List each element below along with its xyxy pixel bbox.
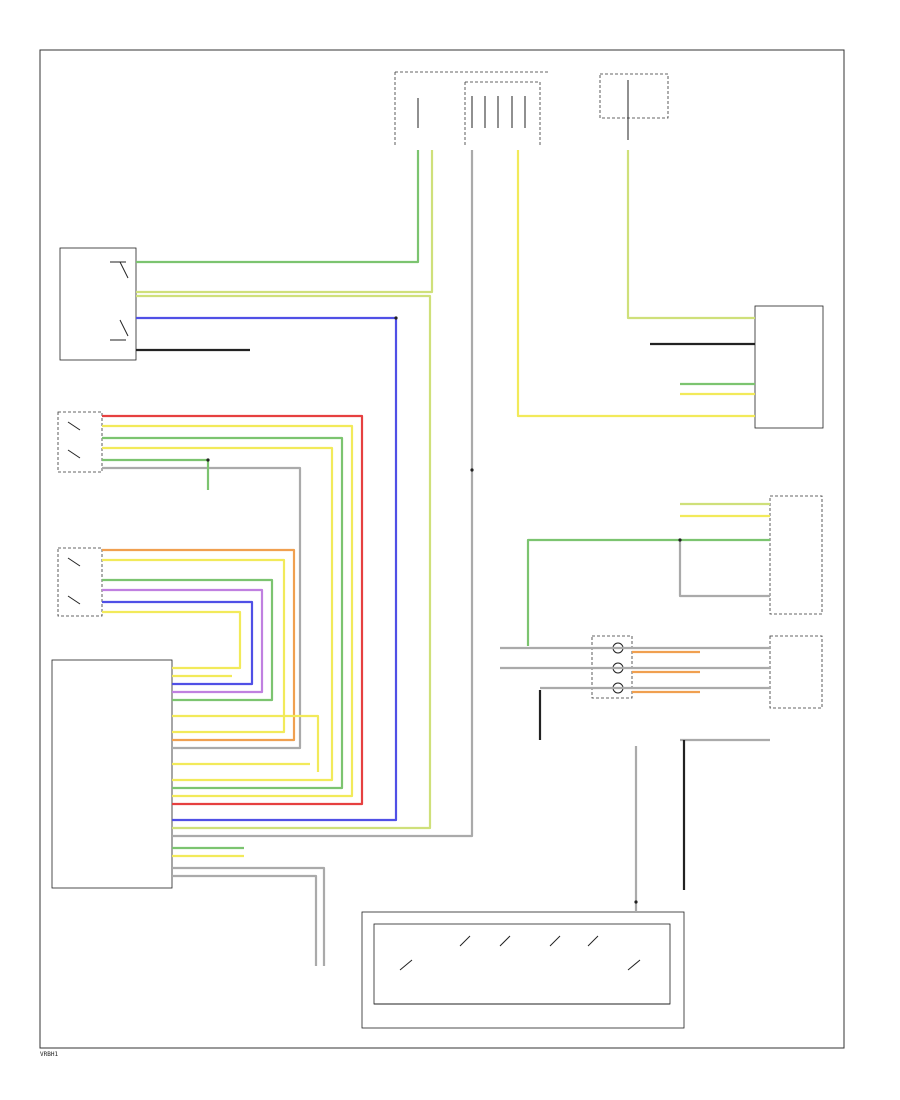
wire-green-right-lower	[526, 538, 770, 646]
junction-node	[394, 316, 398, 320]
junction-node	[678, 538, 682, 542]
wire-violet	[102, 588, 264, 694]
junction-node	[206, 458, 210, 462]
engine-control-module	[51, 659, 173, 889]
wire-gray-right-loop	[678, 540, 770, 598]
junction-node	[634, 900, 638, 904]
wire-gray-bottom	[172, 866, 326, 966]
wire-red	[102, 414, 364, 806]
right-module-2	[769, 495, 823, 615]
wire-green-short	[102, 458, 210, 490]
wire-green-2	[102, 578, 274, 702]
junction-node	[470, 468, 474, 472]
wire-yellow-1	[102, 424, 354, 798]
wire-yellow-green-top	[136, 150, 434, 294]
bottom-switch-module	[361, 911, 685, 1029]
right-module-1	[754, 305, 824, 429]
wire-top-right	[626, 150, 755, 320]
diagram-frame	[39, 49, 845, 1049]
wire-yellow-right	[516, 150, 755, 418]
wire-green-1	[102, 436, 344, 790]
wire-blue-run	[136, 316, 398, 822]
wire-gray-bottom-2	[172, 874, 318, 966]
left-switch-group-2	[57, 547, 103, 617]
right-module-3	[769, 635, 823, 709]
top-right-fuse-block	[599, 73, 669, 140]
wire-yellow-6	[172, 714, 320, 772]
wire-gray-1	[102, 466, 302, 750]
wire-trunk-top-left	[136, 150, 420, 264]
wire-orange	[102, 548, 296, 742]
hot-at-all-times-fuse-block	[394, 71, 548, 145]
wire-blue-2	[102, 600, 254, 686]
wire-yellow-green-run	[136, 294, 432, 830]
wire-yellow-4	[102, 610, 242, 670]
wire-yellow-3	[102, 558, 286, 734]
left-top-module	[59, 247, 137, 361]
wire-gray-trunk	[172, 150, 474, 838]
left-switch-group-1	[57, 411, 103, 473]
wire-yellow-2	[102, 446, 334, 782]
footer-code: VRBH1	[40, 1051, 58, 1058]
